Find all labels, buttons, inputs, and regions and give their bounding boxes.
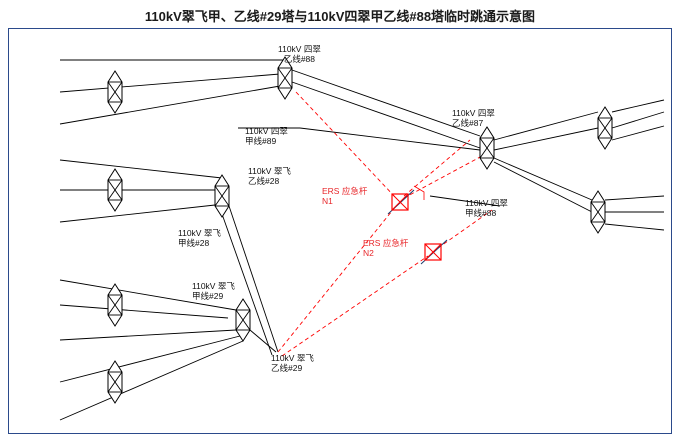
tower-right-lower: [590, 190, 606, 234]
label-sicui-jiaxian-89: 110kV 四翠 甲线#89: [245, 126, 288, 146]
label-sicui-yixian-87: 110kV 四翠 乙线#87: [452, 108, 495, 128]
tower-cuifei-jiaxian-29: [235, 298, 251, 342]
label-ers-n1-line1: ERS 应急杆: [322, 186, 368, 196]
label-cuifei-yixian-29: 110kV 翠飞 乙线#29: [271, 353, 314, 373]
conductor-lines: [59, 59, 665, 421]
page-title: 110kV翠飞甲、乙线#29塔与110kV四翠甲乙线#88塔临时跳通示意图: [144, 9, 536, 24]
tower-left-mid-1: [107, 168, 123, 212]
label-cuifei-yixian-28-line1: 110kV 翠飞: [248, 166, 291, 176]
label-ers-n2-line1: ERS 应急杆: [363, 238, 409, 248]
label-cuifei-jiaxian-29-line2: 甲线#29: [192, 291, 224, 301]
label-cuifei-jiaxian-29: 110kV 翠飞 甲线#29: [192, 281, 235, 301]
tower-cuifei-yixian-28: [214, 174, 230, 218]
label-sicui-jiaxian-88-line1: 110kV 四翠: [465, 198, 508, 208]
label-cuifei-jiaxian-28-line1: 110kV 翠飞: [178, 228, 221, 238]
label-ers-n1-line2: N1: [322, 196, 333, 206]
label-sicui-jiaxian-89-line1: 110kV 四翠: [245, 126, 288, 136]
label-sicui-yixian-88-line2: 乙线#88: [283, 54, 316, 64]
label-cuifei-yixian-29-line1: 110kV 翠飞: [271, 353, 314, 363]
label-sicui-jiaxian-88-line2: 甲线#88: [465, 208, 497, 218]
label-sicui-jiaxian-88: 110kV 四翠 甲线#88: [465, 198, 508, 218]
label-ers-n2-line2: N2: [363, 248, 374, 258]
label-cuifei-yixian-29-line2: 乙线#29: [271, 363, 303, 373]
label-ers-n2: ERS 应急杆 N2: [363, 238, 408, 258]
label-sicui-yixian-88: 110kV 四翠 乙线#88: [278, 44, 321, 64]
label-sicui-yixian-87-line2: 乙线#87: [452, 118, 484, 128]
label-cuifei-yixian-28-line2: 乙线#28: [248, 176, 280, 186]
tower-sicui-yixian-87: [479, 126, 495, 170]
temporary-jumper-lines: [277, 91, 493, 357]
label-cuifei-jiaxian-28-line2: 甲线#28: [178, 238, 210, 248]
label-sicui-jiaxian-89-line2: 甲线#89: [245, 136, 277, 146]
tower-right-upper: [597, 106, 613, 150]
label-cuifei-yixian-28: 110kV 翠飞 乙线#28: [248, 166, 291, 186]
ers-pole-n2[interactable]: [420, 239, 448, 265]
ers-pole-n1[interactable]: [387, 189, 415, 215]
label-ers-n1: ERS 应急杆 N1: [322, 186, 367, 206]
tower-left-upper-1: [107, 70, 123, 114]
label-cuifei-jiaxian-28: 110kV 翠飞 甲线#28: [178, 228, 221, 248]
label-sicui-yixian-87-line1: 110kV 四翠: [452, 108, 495, 118]
label-cuifei-jiaxian-29-line1: 110kV 翠飞: [192, 281, 235, 291]
label-sicui-yixian-88-line1: 110kV 四翠: [278, 44, 321, 54]
tower-left-lower-2: [107, 360, 123, 404]
